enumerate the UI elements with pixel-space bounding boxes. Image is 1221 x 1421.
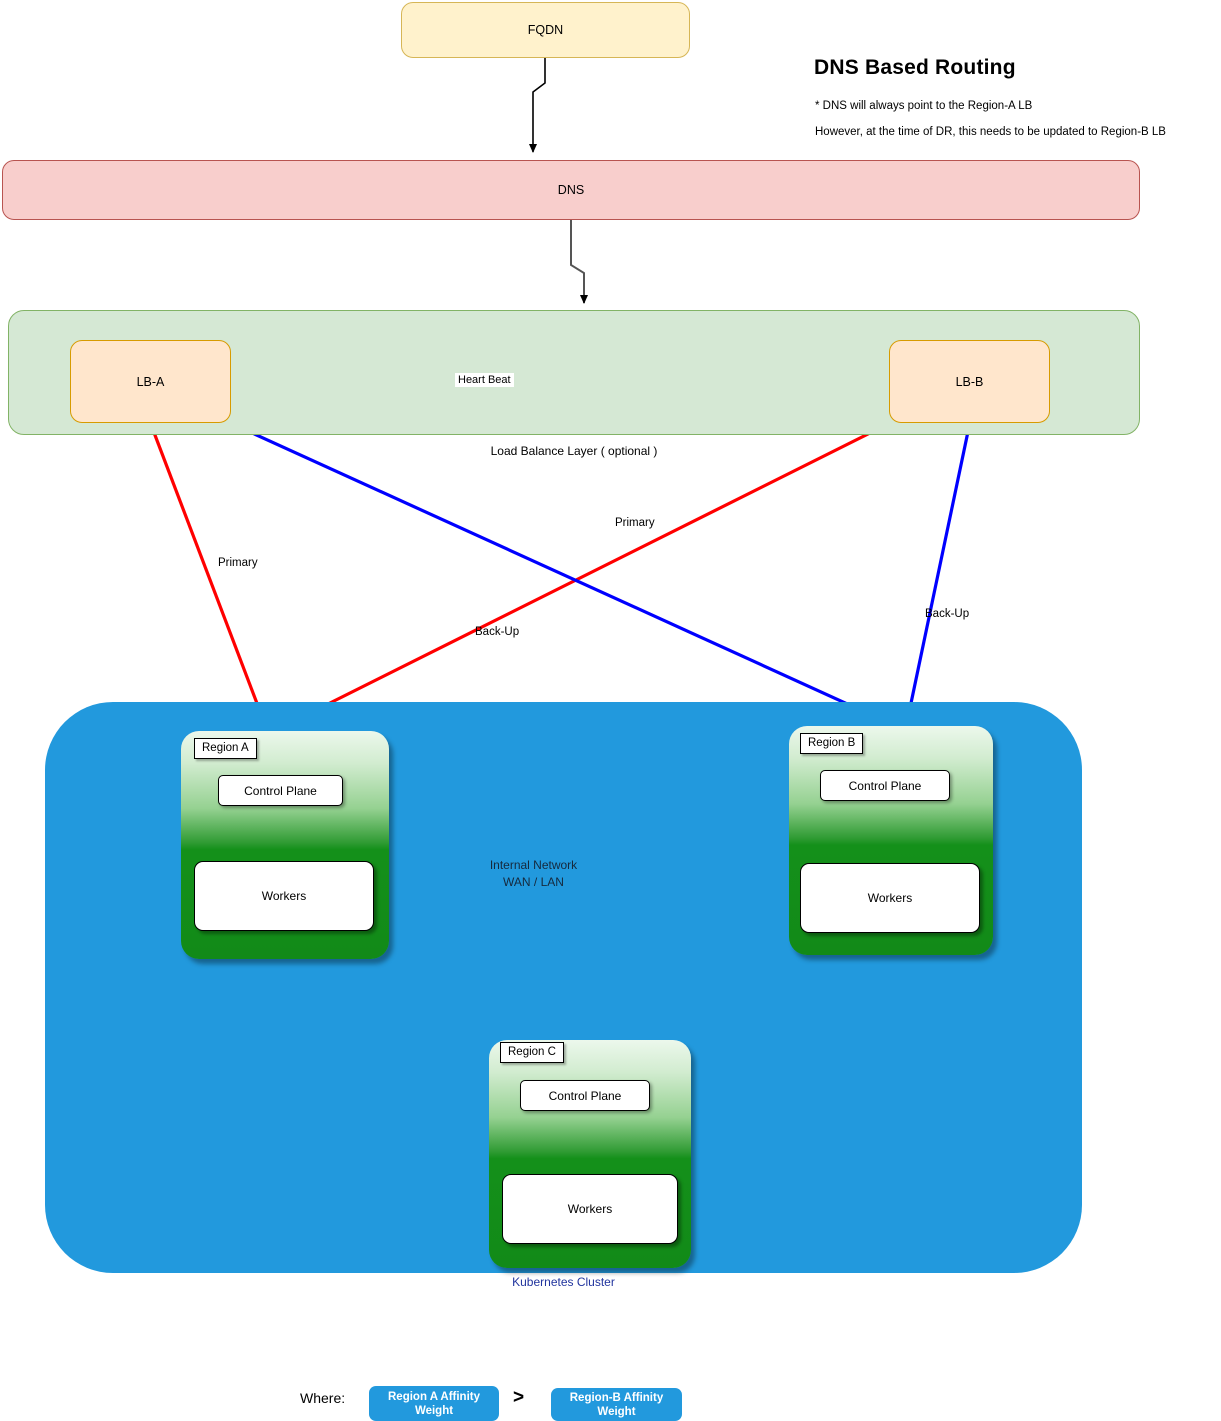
page-title: DNS Based Routing bbox=[814, 56, 1016, 79]
kubernetes-cluster-label: Kubernetes Cluster bbox=[512, 1275, 615, 1289]
region-c-control-plane-label: Control Plane bbox=[548, 1088, 622, 1103]
connector-dns-to-lb-layer bbox=[570, 220, 588, 304]
region-c-workers[interactable]: Workers bbox=[502, 1174, 678, 1244]
legend-where-label: Where: bbox=[300, 1390, 346, 1406]
node-lb-a[interactable]: LB-A bbox=[70, 340, 231, 423]
node-lb-a-label: LB-A bbox=[136, 374, 165, 389]
connector-lbb-backup bbox=[903, 421, 972, 729]
heartbeat-label: Heart Beat bbox=[455, 373, 514, 387]
legend-chip-region-a-line-1: Region A Affinity bbox=[388, 1390, 480, 1403]
region-a-control-plane-label: Control Plane bbox=[244, 783, 317, 798]
connector-lba-primary bbox=[148, 421, 268, 729]
region-b-control-plane-label: Control Plane bbox=[848, 778, 922, 793]
note-dns-region-a: * DNS will always point to the Region-A … bbox=[815, 100, 1033, 112]
region-b-workers-label: Workers bbox=[867, 891, 913, 905]
region-c-tag: Region C bbox=[500, 1042, 564, 1063]
legend-chip-region-a-line-2: Weight bbox=[414, 1404, 454, 1417]
link-label-lba-backup: Back-Up bbox=[475, 626, 520, 638]
region-a-workers-label: Workers bbox=[261, 889, 307, 903]
link-label-lbb-backup: Back-Up bbox=[925, 608, 970, 620]
link-label-lba-primary: Primary bbox=[218, 557, 258, 569]
node-dns[interactable]: DNS bbox=[2, 160, 1140, 220]
legend-chip-region-b: Region-B Affinity Weight bbox=[551, 1388, 682, 1421]
internal-network-label: Internal Network WAN / LAN bbox=[451, 857, 616, 891]
connector-fqdn-to-dns bbox=[529, 58, 546, 153]
node-lb-b-label: LB-B bbox=[955, 374, 984, 389]
region-a-workers[interactable]: Workers bbox=[194, 861, 374, 931]
region-b-tag: Region B bbox=[800, 733, 864, 754]
node-lb-b[interactable]: LB-B bbox=[889, 340, 1050, 423]
legend-chip-region-a: Region A Affinity Weight bbox=[369, 1386, 499, 1421]
node-fqdn-label: FQDN bbox=[527, 23, 564, 37]
internal-network-line-2: WAN / LAN bbox=[503, 875, 564, 889]
internal-network-line-1: Internal Network bbox=[489, 858, 578, 872]
note-dr-region-b: However, at the time of DR, this needs t… bbox=[815, 126, 1166, 138]
load-balance-layer-label: Load Balance Layer ( optional ) bbox=[490, 444, 658, 458]
region-c-workers-label: Workers bbox=[567, 1202, 613, 1216]
node-dns-label: DNS bbox=[557, 183, 585, 197]
connector-lba-backup bbox=[227, 420, 900, 729]
region-a-tag: Region A bbox=[194, 738, 257, 759]
legend-greater-than-operator: > bbox=[513, 1387, 525, 1408]
connector-lbb-primary bbox=[280, 420, 893, 729]
region-b-control-plane[interactable]: Control Plane bbox=[820, 770, 950, 801]
link-label-lbb-primary: Primary bbox=[615, 517, 655, 529]
legend-chip-region-b-line-1: Region-B Affinity bbox=[569, 1391, 664, 1404]
region-c-control-plane[interactable]: Control Plane bbox=[520, 1080, 650, 1111]
node-fqdn[interactable]: FQDN bbox=[401, 2, 690, 58]
legend-chip-region-b-line-2: Weight bbox=[597, 1405, 636, 1418]
region-b-workers[interactable]: Workers bbox=[800, 863, 980, 933]
region-a-control-plane[interactable]: Control Plane bbox=[218, 775, 343, 806]
